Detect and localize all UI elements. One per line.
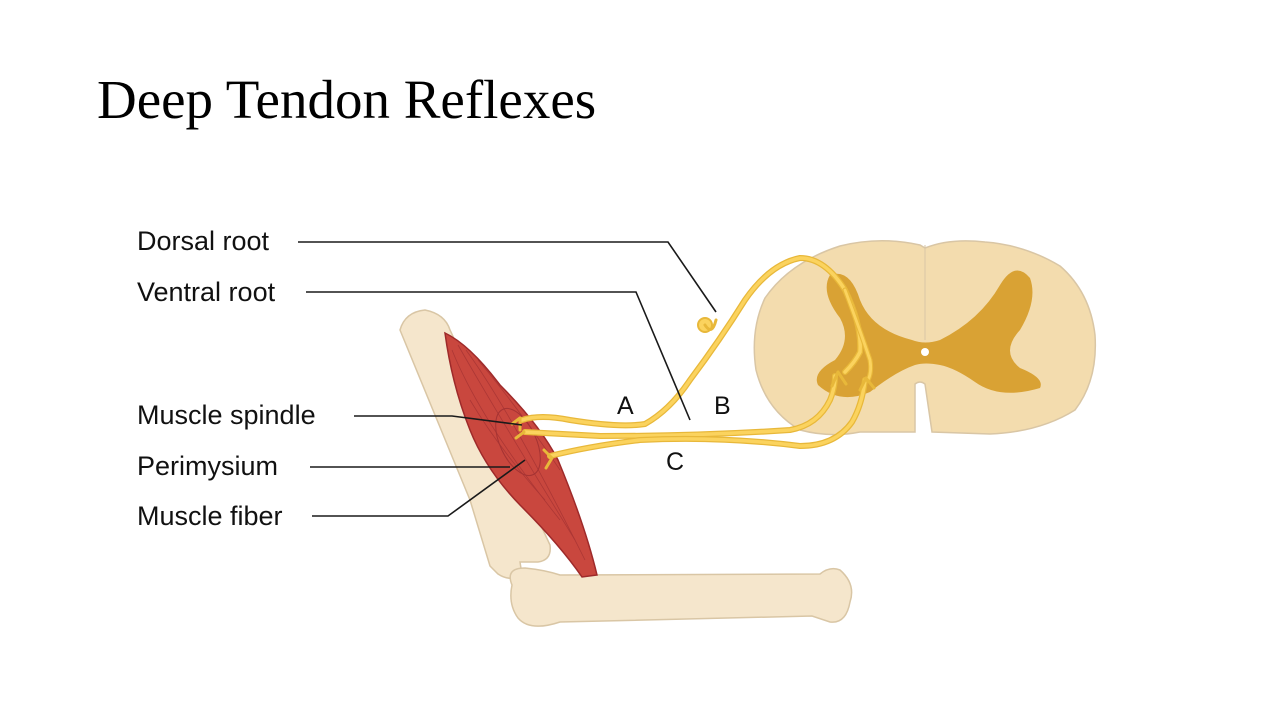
label-perimysium: Perimysium: [137, 451, 279, 481]
lower-bone: [509, 567, 853, 627]
leader-dorsal-root: [298, 241, 717, 313]
leader-lines: [298, 241, 717, 517]
spinal-cord: [753, 240, 1097, 436]
leader-ventral-root: [306, 291, 691, 421]
path-letter-b: B: [714, 392, 731, 420]
label-muscle-fiber: Muscle fiber: [137, 501, 283, 531]
leader-muscle-fiber: [312, 459, 526, 517]
upper-bone: [399, 309, 551, 579]
label-muscle-spindle: Muscle spindle: [137, 400, 316, 430]
slide-title: Deep Tendon Reflexes: [97, 69, 597, 130]
leader-muscle-spindle: [354, 415, 523, 426]
nerve-pathways: [510, 255, 876, 470]
label-dorsal-root: Dorsal root: [137, 226, 270, 256]
label-ventral-root: Ventral root: [137, 277, 276, 307]
path-letter-c: C: [666, 448, 685, 476]
path-letter-a: A: [617, 392, 634, 420]
